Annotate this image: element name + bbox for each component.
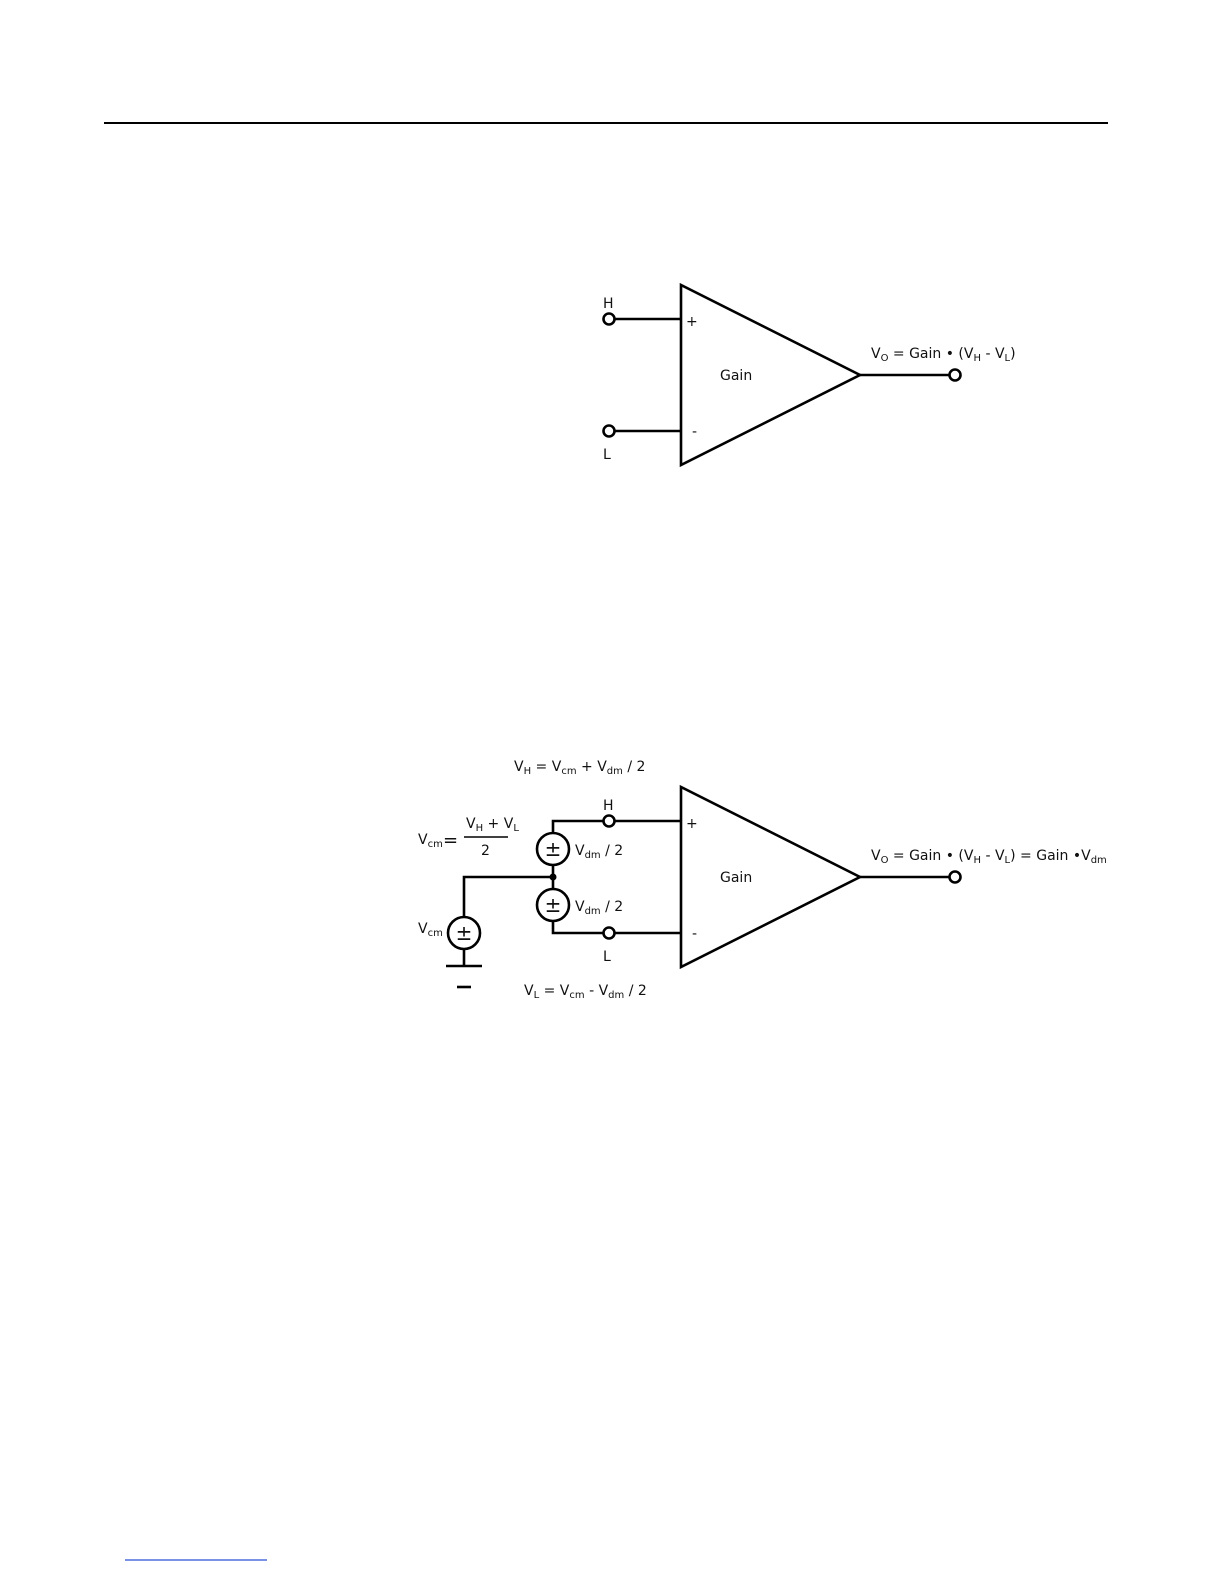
source-vcm: ± <box>448 917 480 949</box>
plus-minus-icon: ± <box>456 921 473 945</box>
wire-h-to-source <box>553 821 604 832</box>
label-plus: + <box>686 816 698 832</box>
terminal-output <box>950 370 961 381</box>
label-h: H <box>603 798 614 814</box>
label-vdm-bottom: Vdm / 2 <box>575 899 623 917</box>
terminal-l <box>604 426 615 437</box>
label-gain: Gain <box>720 870 752 886</box>
amplifier-triangle <box>681 787 860 967</box>
label-vcm-source: Vcm <box>418 921 443 939</box>
junction-dot <box>550 874 557 881</box>
vl-equation: VL = Vcm - Vdm / 2 <box>524 983 647 1001</box>
figure-common-differential-decomposition: ± ± ± H L + - Gain Vdm / 2 Vdm / 2 Vcm V… <box>418 759 1107 1001</box>
source-vdm-bottom: ± <box>537 889 569 921</box>
amplifier-triangle <box>681 285 860 465</box>
wire-source-to-l <box>553 922 604 933</box>
vcm-definition: Vcm = VH + VL 2 <box>418 816 519 859</box>
terminal-output <box>950 872 961 883</box>
output-equation: VO = Gain • (VH - VL) = Gain •Vdm <box>871 848 1107 866</box>
figure-differential-amplifier: H L + - Gain VO = Gain • (VH - VL) <box>603 285 1016 465</box>
ground-symbol <box>446 966 482 987</box>
label-minus: - <box>692 424 697 440</box>
source-vdm-top: ± <box>537 833 569 865</box>
terminal-l <box>604 928 615 939</box>
output-equation: VO = Gain • (VH - VL) <box>871 346 1016 364</box>
terminal-h <box>604 314 615 325</box>
fraction-denominator: 2 <box>481 843 490 859</box>
plus-minus-icon: ± <box>545 837 562 861</box>
plus-minus-icon: ± <box>545 893 562 917</box>
vh-equation: VH = Vcm + Vdm / 2 <box>514 759 645 777</box>
label-h: H <box>603 296 614 312</box>
label-vdm-top: Vdm / 2 <box>575 843 623 861</box>
equals-sign: = <box>443 830 458 851</box>
label-l: L <box>603 447 611 463</box>
label-plus: + <box>686 314 698 330</box>
vcm-symbol: Vcm <box>418 832 443 850</box>
label-gain: Gain <box>720 368 752 384</box>
terminal-h <box>604 816 615 827</box>
label-minus: - <box>692 926 697 942</box>
label-l: L <box>603 949 611 965</box>
fraction-numerator: VH + VL <box>466 816 519 834</box>
